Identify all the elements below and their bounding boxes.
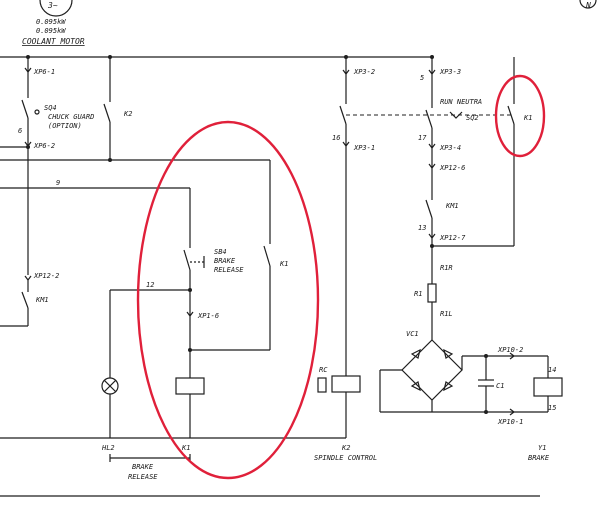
left-branch: XP6-1 SQ4 CHUCK GUARD (OPTION) 6 XP6-2 X… (0, 57, 94, 327)
motor-circle (39, 0, 73, 17)
label-sb4: SB4 (214, 248, 227, 256)
label-sb4-release: RELEASE (214, 266, 244, 274)
run-neutral-contact (425, 109, 433, 129)
motor-rating-2: 0.095kW (36, 27, 66, 35)
connector-xp3-1 (342, 141, 350, 147)
label-wire-13: 13 (418, 224, 426, 232)
label-xp10-2: XP10-2 (497, 346, 523, 354)
label-r1: R1 (414, 290, 422, 298)
label-vc1: VC1 (406, 330, 419, 338)
spindle-contact (339, 105, 347, 125)
label-wire-17: 17 (418, 134, 427, 142)
bridge-rectifier-vc1 (401, 339, 463, 401)
k2-contact (103, 103, 111, 123)
motor-symbol: 3~ (47, 1, 58, 10)
connector-xp12-6 (428, 163, 436, 169)
label-sq4-option: (OPTION) (48, 122, 82, 130)
label-xp1-6: XP1-6 (197, 312, 219, 320)
label-k1-coil: K1 (181, 444, 190, 452)
label-k1-mid: K1 (279, 260, 288, 268)
brake-coil-y1 (533, 377, 563, 397)
label-wire-15: 15 (548, 404, 556, 412)
label-xp12-7: XP12-7 (439, 234, 466, 242)
sq2-actuator (449, 111, 463, 119)
page-reference-circle (579, 0, 597, 9)
connector-xp3-4 (428, 143, 436, 149)
label-k2-coil: K2 (341, 444, 350, 452)
connector-xp10-2 (509, 352, 515, 360)
page-reference: N (585, 1, 591, 10)
label-xp10-1: XP10-1 (497, 418, 523, 426)
brake-release-branch: SB4 BRAKE RELEASE XP1-6 K1 K1 12 HL2 BRA… (101, 160, 288, 481)
coolant-motor: 3~ 0.095kW 0.095kW COOLANT MOTOR (22, 0, 85, 46)
label-xp3-3: XP3-3 (439, 68, 461, 76)
km1-right-contact (425, 199, 433, 219)
k1-mid-contact (263, 245, 271, 267)
label-y1: Y1 (538, 444, 546, 452)
label-xp12-2: XP12-2 (33, 272, 59, 280)
connector-xp1-6 (186, 311, 194, 317)
label-brake-release-1: BRAKE (132, 463, 154, 471)
label-wire-16: 16 (332, 134, 340, 142)
k1-right-branch: K1 (507, 57, 532, 246)
highlight-brake-release-circuit (136, 120, 320, 480)
highlight-k1-contact (494, 74, 546, 158)
label-spindle-control: SPINDLE CONTROL (314, 454, 377, 462)
spindle-control-branch: XP3-2 16 XP3-1 RC K2 SPINDLE CONTROL (314, 57, 377, 462)
label-km1-left: KM1 (35, 296, 49, 304)
motor-name: COOLANT MOTOR (22, 37, 85, 46)
label-wire-5: 5 (420, 74, 424, 82)
label-km1-right: KM1 (445, 202, 459, 210)
label-r1r: R1R (440, 264, 453, 272)
label-sq4: SQ4 (44, 104, 57, 112)
sb4-contact (183, 249, 191, 271)
connector-xp10-1 (509, 408, 515, 416)
label-sq4-name: CHUCK GUARD (48, 113, 94, 121)
label-wire-14: 14 (548, 366, 556, 374)
connector-xp6-1 (24, 67, 32, 73)
k2-coil (331, 375, 361, 393)
label-brake-release-2: RELEASE (128, 473, 158, 481)
sq4-contact (21, 99, 29, 119)
label-sb4-name: BRAKE (214, 257, 236, 265)
label-brake: BRAKE (528, 454, 550, 462)
label-rc: RC (319, 366, 328, 374)
label-xp3-2: XP3-2 (353, 68, 375, 76)
rc-suppressor (317, 377, 327, 393)
km1-left-contact (21, 291, 29, 309)
k1-coil (175, 377, 205, 395)
label-run-neutral: RUN NEUTRA (440, 98, 482, 106)
motor-rating-1: 0.095kW (36, 18, 66, 26)
label-xp3-1: XP3-1 (353, 144, 375, 152)
connector-xp12-7 (428, 233, 436, 239)
connector-xp12-2 (24, 275, 32, 281)
label-xp12-6: XP12-6 (439, 164, 465, 172)
label-sq2: SQ2 (466, 114, 479, 122)
label-k1-right: K1 (523, 114, 532, 122)
resistor-r1 (427, 283, 437, 303)
label-xp6-2: XP6-2 (33, 142, 55, 150)
label-xp6-1: XP6-1 (33, 68, 55, 76)
label-k2-contact: K2 (123, 110, 132, 118)
label-wire-9: 9 (56, 179, 60, 187)
label-xp3-4: XP3-4 (439, 144, 461, 152)
brake-control-branch: XP3-3 5 RUN NEUTRA SQ2 17 XP3-4 XP12-6 K… (379, 57, 563, 462)
k2-branch: K2 (0, 57, 270, 162)
label-r1l: R1L (440, 310, 453, 318)
label-hl2: HL2 (101, 444, 115, 452)
sq4-actuator (34, 109, 40, 115)
label-c1: C1 (496, 382, 504, 390)
label-wire-12: 12 (146, 281, 154, 289)
label-wire-6: 6 (18, 127, 22, 135)
